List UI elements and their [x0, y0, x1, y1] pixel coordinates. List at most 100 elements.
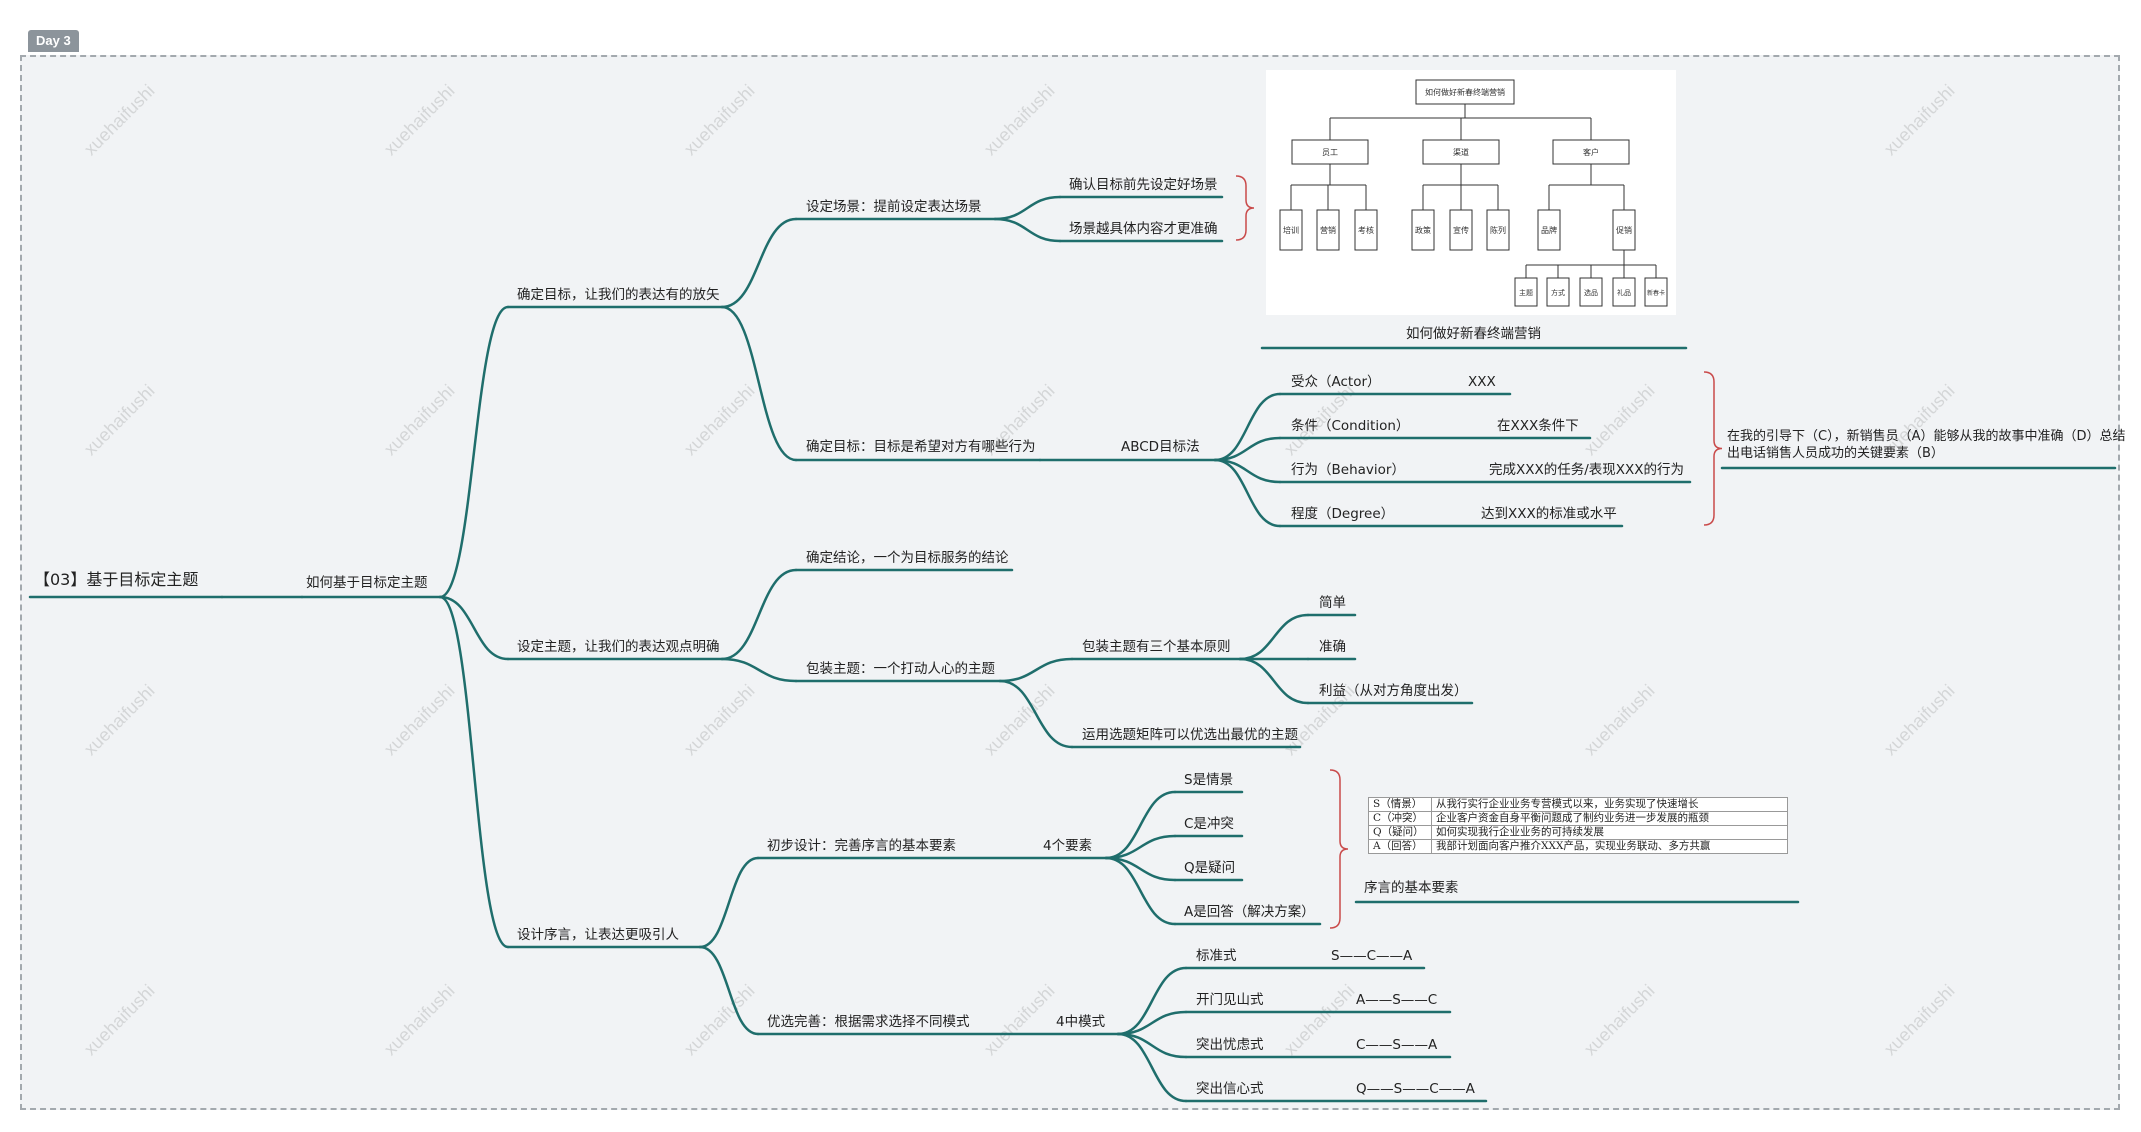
org-chart-svg: 如何做好新春终端营销 员工 渠道 客户 培训 营销 考核 政策 宣传 陈列 品牌… — [1279, 79, 1668, 307]
branch-curve — [698, 856, 760, 949]
org-l2-text: 陈列 — [1490, 225, 1506, 235]
branch-curve — [720, 217, 798, 309]
node-scene[interactable]: 设定场景：提前设定表达场景 — [806, 199, 982, 215]
node-optimize[interactable]: 优选完善：根据需求选择不同模式 — [767, 1014, 970, 1030]
branch-curve — [1104, 790, 1177, 860]
node-scene-item[interactable]: 确认目标前先设定好场景 — [1069, 177, 1218, 193]
table-cell: S（情景） — [1368, 797, 1432, 812]
node-conclusion[interactable]: 确定结论，一个为目标服务的结论 — [806, 550, 1009, 566]
branch-curve — [1213, 392, 1282, 462]
node-four-item[interactable]: A是回答（解决方案） — [1184, 904, 1315, 920]
branch-curve — [438, 305, 510, 599]
table-cell: C（冲突） — [1368, 811, 1432, 826]
table-row: Q（疑问）如何实现我行企业业务的可持续发展 — [1368, 825, 1788, 840]
branch-curve — [720, 305, 798, 462]
org-chart-image: 如何做好新春终端营销 员工 渠道 客户 培训 营销 考核 政策 宣传 陈列 品牌… — [1266, 70, 1676, 315]
org-l1-text: 渠道 — [1453, 147, 1469, 157]
branch-curve — [1116, 1032, 1188, 1103]
branch-curve — [1213, 458, 1282, 528]
node-goal[interactable]: 确定目标，让我们的表达有的放矢 — [517, 287, 720, 303]
node-preface[interactable]: 设计序言，让表达更吸引人 — [517, 927, 679, 943]
node-mode-seq[interactable]: A——S——C — [1356, 992, 1438, 1008]
node-abcd-key[interactable]: 行为（Behavior） — [1291, 462, 1405, 478]
node-mode-name[interactable]: 开门见山式 — [1196, 992, 1264, 1008]
scqa-table-image: S（情景）从我行实行企业业务专营模式以来，业务实现了快速增长 C（冲突）企业客户… — [1368, 797, 1788, 854]
node-abcd-value[interactable]: 在XXX条件下 — [1497, 418, 1579, 434]
table-cell: Q（疑问） — [1368, 825, 1432, 840]
branch-curve — [1116, 966, 1188, 1036]
node-abcd-note[interactable]: 在我的引导下（C），新销售员（A）能够从我的故事中准确（D）总结出电话销售人员成… — [1727, 429, 2126, 461]
node-abcd-value[interactable]: 达到XXX的标准或水平 — [1481, 506, 1617, 522]
node-principles[interactable]: 包装主题有三个基本原则 — [1082, 639, 1231, 655]
branch-curve — [1116, 1010, 1188, 1036]
node-four-item[interactable]: S是情景 — [1184, 772, 1234, 788]
table-cell: 我部计划面向客户推介XXX产品，实现业务联动、多方共赢 — [1431, 839, 1788, 854]
branch-curve — [438, 595, 510, 949]
branch-curve — [993, 217, 1062, 243]
org-l1-box — [1422, 139, 1500, 165]
branch-curve — [1104, 856, 1177, 926]
node-abcd-value[interactable]: XXX — [1468, 374, 1496, 390]
node-modes[interactable]: 4中模式 — [1056, 1014, 1106, 1030]
node-scene-item[interactable]: 场景越具体内容才更准确 — [1069, 221, 1218, 237]
org-l3-text: 选品 — [1584, 288, 1598, 297]
node-mode-seq[interactable]: S——C——A — [1331, 948, 1413, 964]
org-l2-text: 品牌 — [1541, 225, 1557, 235]
node-abcd-key[interactable]: 受众（Actor） — [1291, 374, 1381, 390]
node-mode-name[interactable]: 标准式 — [1196, 948, 1237, 964]
table-cell: 从我行实行企业业务专营模式以来，业务实现了快速增长 — [1431, 797, 1788, 812]
mindmap-frame — [20, 55, 2120, 1110]
node-topic[interactable]: 设定主题，让我们的表达观点明确 — [517, 639, 720, 655]
table-row: A（回答）我部计划面向客户推介XXX产品，实现业务联动、多方共赢 — [1368, 839, 1788, 854]
node-abcd-key[interactable]: 程度（Degree） — [1291, 506, 1395, 522]
table-cell: A（回答） — [1368, 839, 1432, 854]
root-node[interactable]: 【03】基于目标定主题 — [34, 570, 199, 589]
org-root-text: 如何做好新春终端营销 — [1425, 87, 1505, 97]
table-row: C（冲突）企业客户资金自身平衡问题成了制约业务进一步发展的瓶颈 — [1368, 811, 1788, 826]
org-l2-text: 促销 — [1616, 225, 1632, 235]
node-target[interactable]: 确定目标：目标是希望对方有哪些行为 — [806, 439, 1036, 455]
main-topic[interactable]: 如何基于目标定主题 — [306, 575, 428, 591]
org-l2-text: 宣传 — [1453, 225, 1469, 235]
node-principle-item[interactable]: 准确 — [1319, 639, 1346, 655]
node-principle-item[interactable]: 简单 — [1319, 595, 1346, 611]
branch-curve — [698, 945, 760, 1036]
org-chart-caption: 如何做好新春终端营销 — [1406, 326, 1541, 342]
table-row: S（情景）从我行实行企业业务专营模式以来，业务实现了快速增长 — [1368, 797, 1788, 812]
node-principle-item[interactable]: 利益（从对方角度出发） — [1319, 683, 1468, 699]
node-matrix[interactable]: 运用选题矩阵可以优选出最优的主题 — [1082, 727, 1298, 743]
org-l2-text: 营销 — [1320, 225, 1336, 235]
table-cell: 企业客户资金自身平衡问题成了制约业务进一步发展的瓶颈 — [1431, 811, 1788, 826]
org-l2-text: 培训 — [1283, 225, 1299, 235]
branch-curve — [1238, 613, 1310, 661]
org-l3-text: 新春卡 — [1647, 289, 1665, 297]
org-l2-text: 政策 — [1415, 225, 1431, 235]
node-wrap[interactable]: 包装主题：一个打动人心的主题 — [806, 661, 995, 677]
node-mode-seq[interactable]: C——S——A — [1356, 1037, 1438, 1053]
node-mode-seq[interactable]: Q——S——C——A — [1356, 1081, 1475, 1097]
org-l3-text: 主题 — [1519, 288, 1533, 297]
scene-brace — [1235, 175, 1255, 241]
org-l3-text: 礼品 — [1617, 288, 1631, 297]
node-mode-name[interactable]: 突出信心式 — [1196, 1081, 1264, 1097]
node-four-item[interactable]: Q是疑问 — [1184, 860, 1236, 876]
table-cell: 如何实现我行企业业务的可持续发展 — [1431, 825, 1788, 840]
node-abcd[interactable]: ABCD目标法 — [1121, 439, 1200, 455]
node-four[interactable]: 4个要素 — [1043, 838, 1093, 854]
node-abcd-key[interactable]: 条件（Condition） — [1291, 418, 1410, 434]
four-brace — [1329, 769, 1349, 929]
abcd-brace — [1703, 371, 1723, 526]
branch-curve — [720, 568, 798, 661]
node-mode-name[interactable]: 突出忧虑式 — [1196, 1037, 1264, 1053]
branch-curve — [1238, 657, 1310, 705]
day-badge: Day 3 — [28, 30, 79, 52]
node-four-item[interactable]: C是冲突 — [1184, 816, 1234, 832]
branch-curve — [720, 657, 798, 683]
node-init[interactable]: 初步设计：完善序言的基本要素 — [767, 838, 956, 854]
org-l1-text: 员工 — [1322, 148, 1338, 157]
org-l2-text: 考核 — [1358, 225, 1374, 235]
org-l3-text: 方式 — [1551, 288, 1565, 297]
node-abcd-value[interactable]: 完成XXX的任务/表现XXX的行为 — [1489, 462, 1685, 478]
org-l1-box — [1291, 139, 1369, 165]
